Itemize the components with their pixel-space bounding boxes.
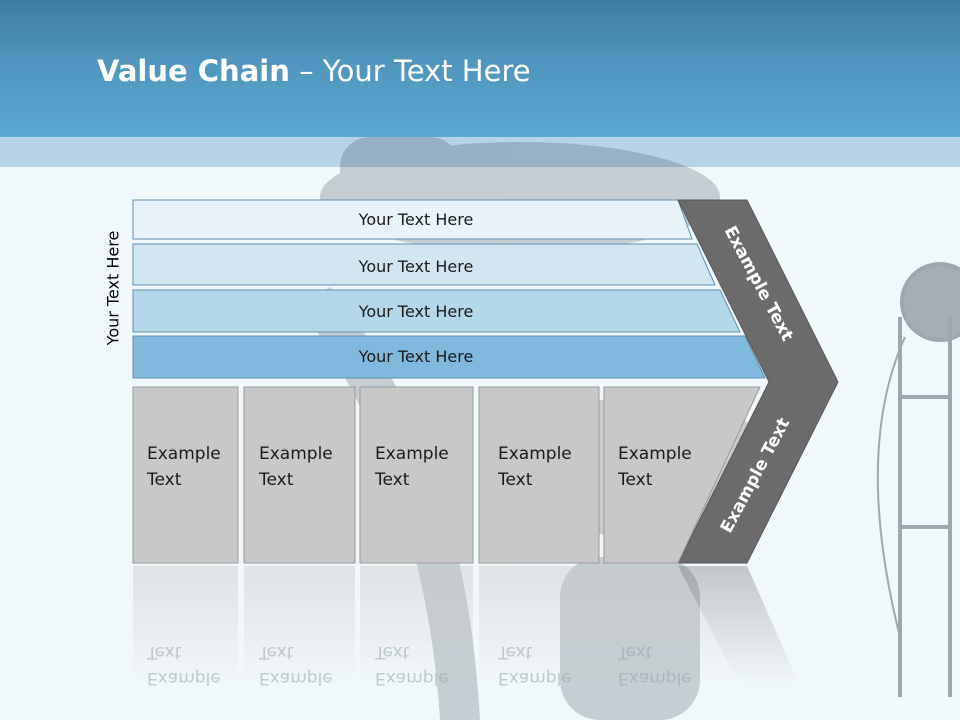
- column-4: [478, 386, 600, 564]
- diagram-reflection: Example Text Example Text Example Text E…: [133, 566, 800, 688]
- title-rest: – Your Text Here: [289, 54, 531, 88]
- column-2-line1: Example: [259, 444, 333, 464]
- reflection-col-1-line1: Example: [147, 668, 221, 688]
- bar-1: [132, 199, 693, 240]
- title-bold: Value Chain: [97, 54, 290, 88]
- reflection-col-3-line2: Text: [374, 642, 410, 662]
- slide-title: Value Chain – Your Text Here: [97, 54, 531, 88]
- reflection-col-2-line2: Text: [258, 642, 294, 662]
- column-4-line2: Text: [497, 470, 533, 490]
- bar-2-label: Your Text Here: [358, 257, 474, 276]
- reflection-col-5-line2: Text: [617, 642, 653, 662]
- column-3: [359, 386, 474, 564]
- reflection-col-3-line1: Example: [375, 668, 449, 688]
- reflection-col-2-line1: Example: [259, 668, 333, 688]
- column-2: [243, 386, 356, 564]
- bar-3: [132, 289, 741, 333]
- header-band: [0, 137, 960, 167]
- bar-4-label: Your Text Here: [358, 347, 474, 366]
- column-3-line2: Text: [374, 470, 410, 490]
- header-bar: [0, 0, 960, 137]
- bar-1-label: Your Text Here: [358, 210, 474, 229]
- column-5: [603, 386, 761, 564]
- column-1-line2: Text: [146, 470, 182, 490]
- bar-4: [132, 335, 766, 379]
- reflection-col-5-line1: Example: [618, 668, 692, 688]
- column-1-line1: Example: [147, 444, 221, 464]
- column-3-line1: Example: [375, 444, 449, 464]
- column-1: [132, 386, 239, 564]
- chevron-arrow: [677, 199, 839, 564]
- reflection-col-4-line2: Text: [497, 642, 533, 662]
- column-4-line1: Example: [498, 444, 572, 464]
- bar-3-label: Your Text Here: [358, 302, 474, 321]
- bar-2: [132, 243, 716, 286]
- column-5-line1: Example: [618, 444, 692, 464]
- column-5-line2: Text: [617, 470, 653, 490]
- reflection-col-4-line1: Example: [498, 668, 572, 688]
- column-2-line2: Text: [258, 470, 294, 490]
- reflection-col-1-line2: Text: [146, 642, 182, 662]
